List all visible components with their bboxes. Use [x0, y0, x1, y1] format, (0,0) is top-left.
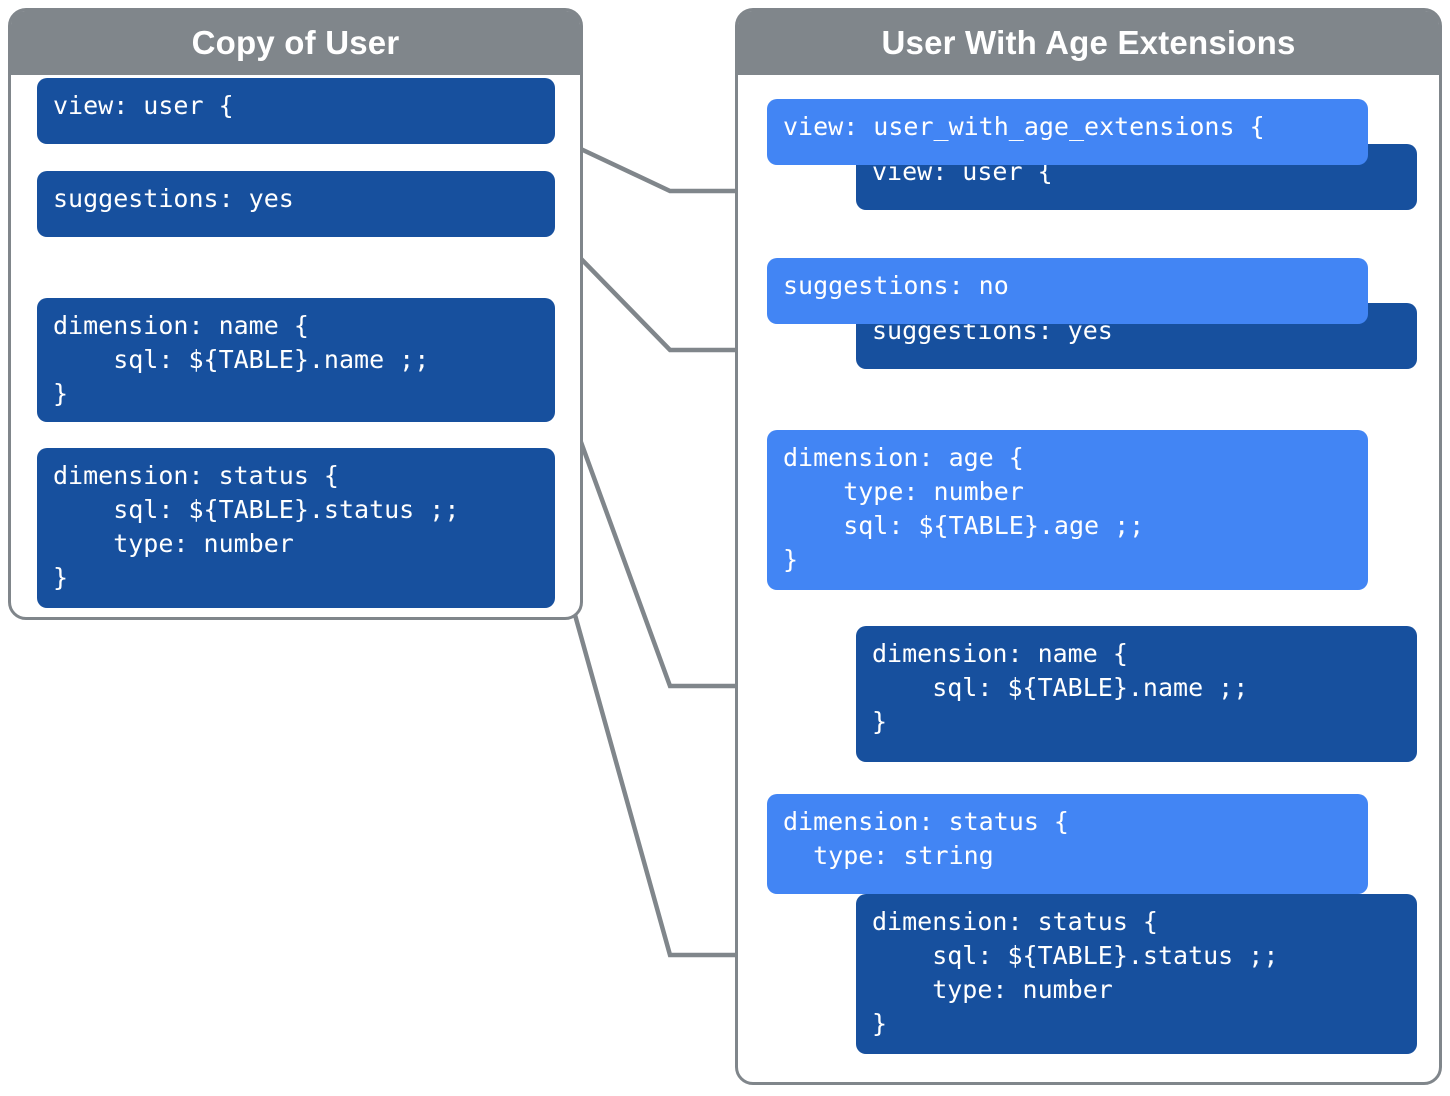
panel-body-left: view: user { suggestions: yes dimension:… [11, 77, 580, 623]
code-block-right-dimension-age[interactable]: dimension: age { type: number sql: ${TAB… [767, 430, 1368, 590]
code-block-left-dimension-status[interactable]: dimension: status { sql: ${TABLE}.status… [37, 448, 555, 608]
code-block-right-dimension-status-override[interactable]: dimension: status { type: string [767, 794, 1368, 894]
panel-title-left: Copy of User [11, 11, 580, 75]
code-block-left-view[interactable]: view: user { [37, 78, 555, 144]
code-block-left-dimension-name[interactable]: dimension: name { sql: ${TABLE}.name ;; … [37, 298, 555, 422]
panel-copy-of-user: Copy of User view: user { suggestions: y… [8, 8, 583, 620]
code-block-right-suggestions-override[interactable]: suggestions: no [767, 258, 1368, 324]
code-block-left-suggestions[interactable]: suggestions: yes [37, 171, 555, 237]
panel-title-right: User With Age Extensions [738, 11, 1439, 75]
panel-body-right: view: user_with_age_extensions { view: u… [738, 77, 1439, 1088]
code-block-right-dimension-status-inherited[interactable]: dimension: status { sql: ${TABLE}.status… [856, 894, 1417, 1054]
panel-user-with-age-extensions: User With Age Extensions view: user_with… [735, 8, 1442, 1085]
code-block-right-view-extension[interactable]: view: user_with_age_extensions { [767, 99, 1368, 165]
code-block-right-dimension-name-inherited[interactable]: dimension: name { sql: ${TABLE}.name ;; … [856, 626, 1417, 762]
